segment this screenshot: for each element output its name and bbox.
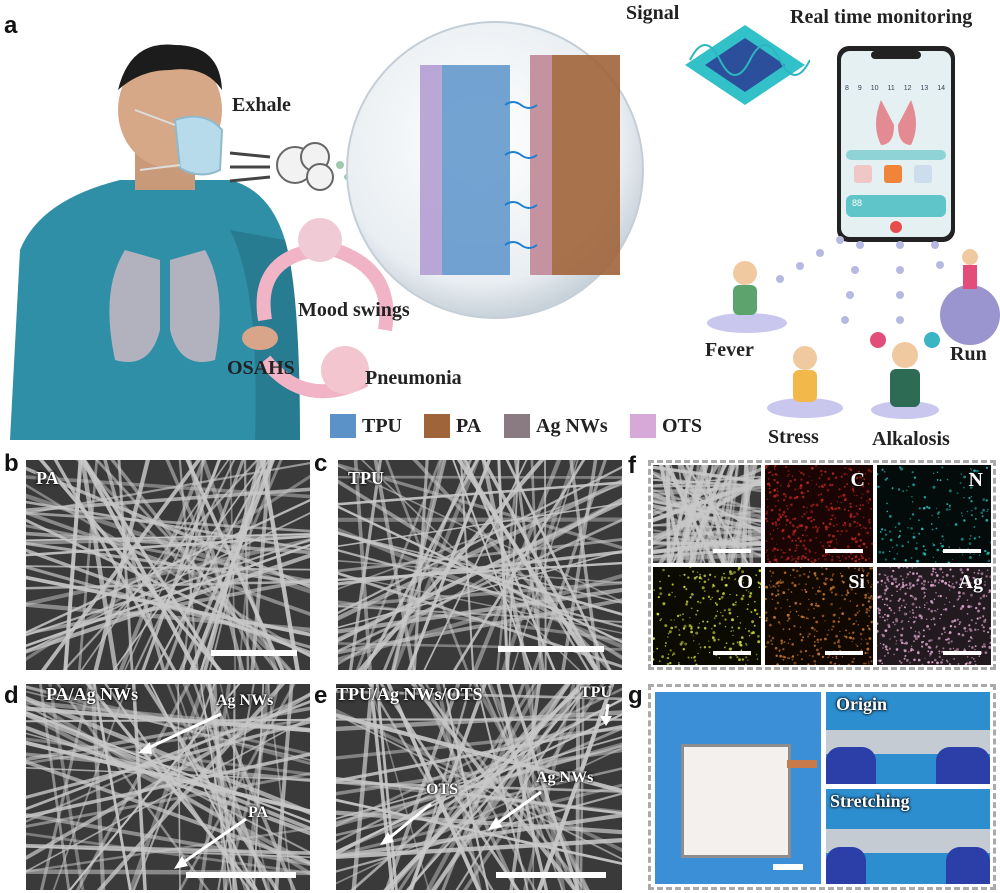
scale-bar	[496, 872, 606, 878]
scale-bar	[943, 549, 981, 553]
scale-bar	[713, 651, 751, 655]
sem-image-pa-agnws: PA/Ag NWs Ag NWs PA	[26, 684, 310, 890]
breath-cloud	[229, 142, 350, 191]
edx-map-label: C	[850, 469, 865, 491]
glove-right	[946, 847, 990, 884]
scale-bar	[943, 651, 981, 655]
legend-swatch-ots	[630, 414, 656, 438]
phone-day: 14	[937, 85, 945, 92]
panel-letter-c: c	[314, 450, 328, 477]
sem-label-pa-agnws: PA/Ag NWs	[46, 684, 139, 704]
glove-left	[826, 847, 866, 884]
panel-letter-e: e	[314, 682, 328, 709]
origin-photo: Origin	[826, 692, 990, 784]
phone-day: 11	[887, 85, 895, 92]
scale-bar	[825, 549, 863, 553]
arrow-label-tpu: TPU	[580, 684, 612, 701]
edx-map-label: Ag	[958, 571, 983, 593]
alkalosis-label: Alkalosis	[872, 428, 950, 450]
run-label: Run	[950, 343, 987, 365]
stress-label: Stress	[768, 426, 819, 448]
legend-swatch-agnws	[504, 414, 530, 438]
edx-map-O: O	[653, 567, 761, 665]
phone-reading: 88	[852, 198, 863, 208]
sensor-membrane	[681, 744, 791, 858]
edx-map-label: O	[737, 571, 753, 593]
edx-map-C: C	[765, 465, 873, 563]
run-figure	[940, 249, 1000, 345]
membrane-sphere	[346, 21, 644, 319]
stretching-label: Stretching	[830, 791, 910, 811]
sem-label-tpu-agnws-ots: TPU/Ag NWs/OTS	[336, 684, 483, 704]
signal-label: Signal	[626, 2, 680, 24]
pneumonia-label: Pneumonia	[365, 367, 462, 389]
fever-figure	[707, 261, 787, 333]
edx-map-Si: Si	[765, 567, 873, 665]
phone-day: 10	[870, 85, 879, 92]
panel-letter-f: f	[628, 452, 636, 479]
fever-label: Fever	[705, 339, 754, 361]
edx-map-N: N	[877, 465, 991, 563]
edx-map-label: Si	[848, 571, 865, 593]
arrow-label-ots: OTS	[426, 781, 459, 798]
scale-bar	[211, 650, 297, 656]
sensor-photo	[655, 692, 821, 884]
scale-bar	[186, 872, 296, 878]
edx-sem-reference	[653, 465, 761, 563]
edx-map-label: N	[968, 469, 983, 491]
exhale-label: Exhale	[232, 94, 291, 116]
panel-letter-d: d	[4, 682, 19, 709]
arrow-label-agnws: Ag NWs	[536, 769, 594, 786]
phone-day: 8	[845, 85, 849, 92]
photo-box	[648, 684, 996, 890]
sem-image-tpu-agnws-ots: TPU/Ag NWs/OTS TPU OTS Ag NWs	[336, 684, 622, 890]
scale-bar	[773, 864, 803, 870]
arrow-label-pa: PA	[248, 804, 269, 821]
panel-letter-a: a	[4, 12, 18, 39]
legend-swatch-tpu	[330, 414, 356, 438]
phone-mockup	[837, 46, 955, 242]
scale-bar	[713, 549, 751, 553]
sem-label-pa: PA	[36, 468, 59, 488]
sem-label-tpu: TPU	[348, 468, 384, 488]
origin-label: Origin	[836, 694, 888, 714]
person-illustration	[10, 44, 300, 440]
mood-swings-label: Mood swings	[298, 299, 410, 321]
alkalosis-figure	[870, 332, 940, 419]
glove-right	[936, 747, 990, 784]
legend-label-ots: OTS	[662, 415, 703, 437]
sem-image-pa: PA	[26, 460, 310, 670]
connector-dots	[776, 236, 944, 324]
stretching-photo: Stretching	[826, 789, 990, 884]
signal-chip	[685, 25, 810, 105]
phone-day-row: 8 9 10 11 12 13 14	[845, 85, 945, 92]
legend-swatch-pa	[424, 414, 450, 438]
panel-letter-b: b	[4, 450, 19, 477]
copper-tab	[787, 760, 817, 768]
panel-letter-g: g	[628, 682, 643, 709]
sem-image-tpu: TPU	[338, 460, 622, 670]
annotation-arrows	[138, 712, 247, 869]
arrow-label-agnws: Ag NWs	[216, 692, 274, 709]
edx-map-Ag: Ag	[877, 567, 991, 665]
phone-day: 9	[857, 85, 862, 92]
scale-bar	[498, 646, 604, 652]
disease-cycle	[242, 218, 394, 399]
scale-bar	[825, 651, 863, 655]
legend-label-pa: PA	[456, 415, 482, 437]
legend-label-tpu: TPU	[362, 415, 402, 437]
real-time-label: Real time monitoring	[790, 6, 973, 28]
legend-label-agnws: Ag NWs	[536, 415, 608, 437]
osahs-label: OSAHS	[227, 357, 295, 379]
stress-figure	[767, 346, 843, 418]
phone-day: 13	[920, 85, 929, 92]
glove-left	[826, 747, 876, 784]
annotation-arrows	[380, 703, 612, 845]
phone-day: 12	[903, 85, 912, 92]
edx-map-box	[648, 460, 996, 670]
